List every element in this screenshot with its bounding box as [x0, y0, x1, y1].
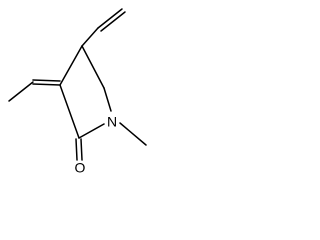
ethylidene-double-bond-a	[32, 83, 61, 86]
ring-bond-c5-n	[103, 87, 112, 112]
n-methyl-bond	[119, 122, 147, 146]
structure-diagram: N O	[8, 8, 147, 176]
oxygen-label: O	[75, 160, 86, 176]
vinyl-single-bond	[81, 27, 99, 47]
vinyl-double-bond-b	[100, 11, 126, 32]
ring-bond-c2-c3	[59, 84, 80, 139]
ethylidene-methyl-bond	[8, 81, 34, 102]
nitrogen-label: N	[107, 114, 117, 130]
ring-bond-c4-c5	[81, 45, 105, 89]
carbonyl-double-bond-b	[80, 138, 83, 161]
ring-bond-n-c2	[78, 123, 105, 139]
ethylidene-double-bond-b	[32, 79, 61, 82]
ring-bond-c3-c4	[59, 45, 83, 86]
carbonyl-double-bond-a	[75, 138, 78, 161]
vinyl-double-bond-a	[97, 8, 123, 29]
